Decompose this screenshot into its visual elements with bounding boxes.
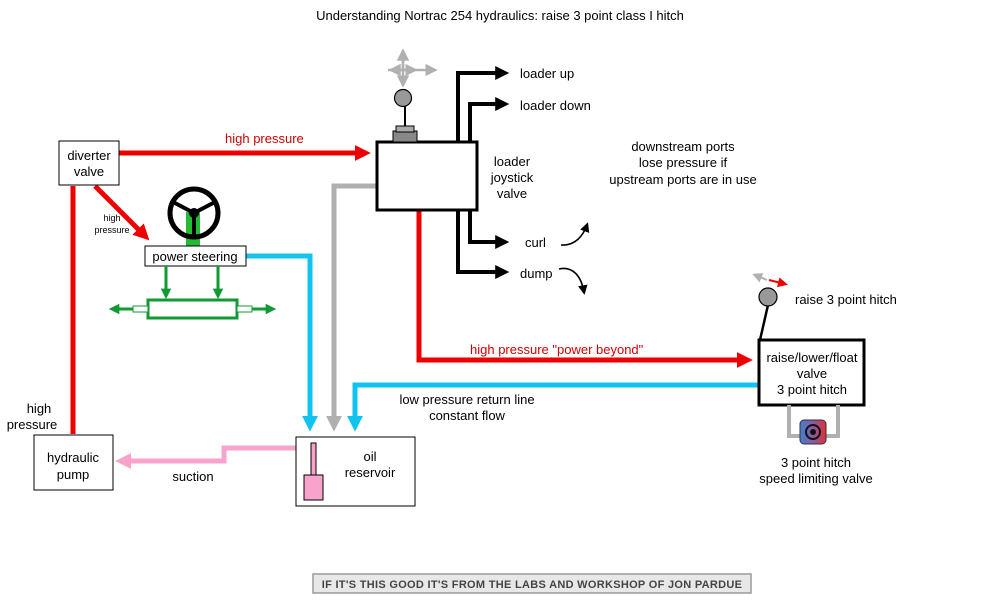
- reservoir-label-1: oil: [363, 449, 376, 464]
- suction-pickup-icon: [303, 442, 324, 501]
- speed-valve-label-1: 3 point hitch: [781, 455, 851, 470]
- joystick-return-line: [325, 183, 377, 432]
- diverter-valve: [58, 140, 120, 186]
- reservoir-label-2: reservoir: [345, 465, 396, 480]
- joystick-valve: [375, 140, 479, 212]
- hitch-valve-label-1: raise/lower/float: [766, 350, 857, 365]
- curl-label: curl: [525, 235, 546, 250]
- lever-motion-arrows-icon: [752, 273, 788, 288]
- joystick-label-1: loader: [494, 154, 531, 169]
- diverter-to-steering-line: [93, 184, 150, 241]
- power-beyond-line: [416, 153, 753, 369]
- steering-cylinder-icon: [108, 266, 277, 320]
- steering-wheel-icon: [167, 186, 221, 246]
- high-pressure-top-label: high pressure: [225, 131, 304, 146]
- loader-down-line: [468, 97, 510, 142]
- dump-label: dump: [520, 266, 553, 281]
- suction-line: [115, 445, 312, 470]
- power-steering-box: [144, 245, 247, 267]
- speed-valve-icon: [787, 405, 840, 445]
- hydraulic-pump: [33, 434, 114, 491]
- dump-arrow-icon: [558, 267, 588, 295]
- return-line-label-2: constant flow: [429, 408, 505, 423]
- dump-line: [456, 210, 510, 279]
- high-pressure-small-label-1: high: [103, 213, 120, 223]
- hitch-valve: [757, 338, 866, 407]
- curl-arrow-icon: [560, 222, 590, 246]
- hitch-lever-knob-icon: [758, 287, 778, 307]
- loader-up-label: loader up: [520, 66, 574, 81]
- footer-text: IF IT'S THIS GOOD IT'S FROM THE LABS AND…: [322, 579, 743, 591]
- high-pressure-small-label-2: pressure: [94, 225, 129, 235]
- loader-down-label: loader down: [520, 98, 591, 113]
- joystick-label-3: valve: [497, 186, 527, 201]
- diagram-title: Understanding Nortrac 254 hydraulics: ra…: [316, 8, 684, 23]
- pump-label-1: hydraulic: [47, 450, 100, 465]
- high-pressure-left-label-2: pressure: [7, 417, 58, 432]
- hitch-valve-label-2: valve: [797, 366, 827, 381]
- speed-valve-label-2: speed limiting valve: [759, 471, 872, 486]
- curl-line: [468, 210, 510, 249]
- diverter-label-1: diverter: [67, 148, 111, 163]
- joystick-label-2: joystick: [490, 170, 534, 185]
- raise-hitch-label: raise 3 point hitch: [795, 292, 897, 307]
- diverter-label-2: valve: [74, 164, 104, 179]
- hitch-return-line: [346, 382, 758, 432]
- power-beyond-label: high pressure "power beyond": [470, 342, 644, 357]
- downstream-note-3: upstream ports are in use: [609, 172, 756, 187]
- hitch-lever: [758, 304, 770, 341]
- pump-label-2: pump: [57, 467, 90, 482]
- steering-return-line: [246, 253, 319, 432]
- downstream-note-1: downstream ports: [631, 139, 735, 154]
- return-line-label-1: low pressure return line: [399, 392, 534, 407]
- joystick-handle-icon: [392, 88, 418, 143]
- high-pressure-left-label-1: high: [27, 401, 52, 416]
- hitch-valve-label-3: 3 point hitch: [777, 382, 847, 397]
- suction-label: suction: [172, 469, 213, 484]
- move-arrows-icon: [388, 48, 438, 88]
- power-steering-label: power steering: [152, 249, 237, 264]
- downstream-note-2: lose pressure if: [639, 155, 728, 170]
- footer-banner: [312, 573, 752, 594]
- loader-up-line: [456, 66, 510, 142]
